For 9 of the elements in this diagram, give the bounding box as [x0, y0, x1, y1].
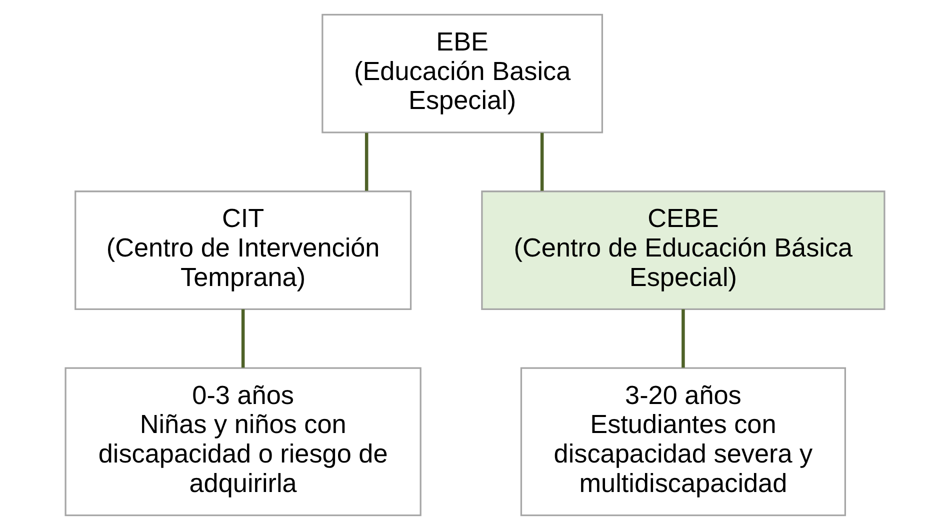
connector	[241, 309, 245, 368]
node-box: 0-3 años Niñas y niños con discapacidad o riesgo de adquirirla	[64, 367, 422, 516]
node-box: 3-20 años Estudiantes con discapacidad severa y multidiscapacidad	[520, 367, 846, 516]
connector	[540, 132, 544, 191]
connector	[364, 132, 368, 191]
node-box: CEBE (Centro de Educación Básica Especial)	[481, 190, 886, 310]
connector	[682, 309, 685, 368]
node-box: CIT (Centro de Intervención Temprana)	[74, 190, 412, 310]
node-box: EBE (Educación Basica Especial)	[322, 14, 604, 134]
